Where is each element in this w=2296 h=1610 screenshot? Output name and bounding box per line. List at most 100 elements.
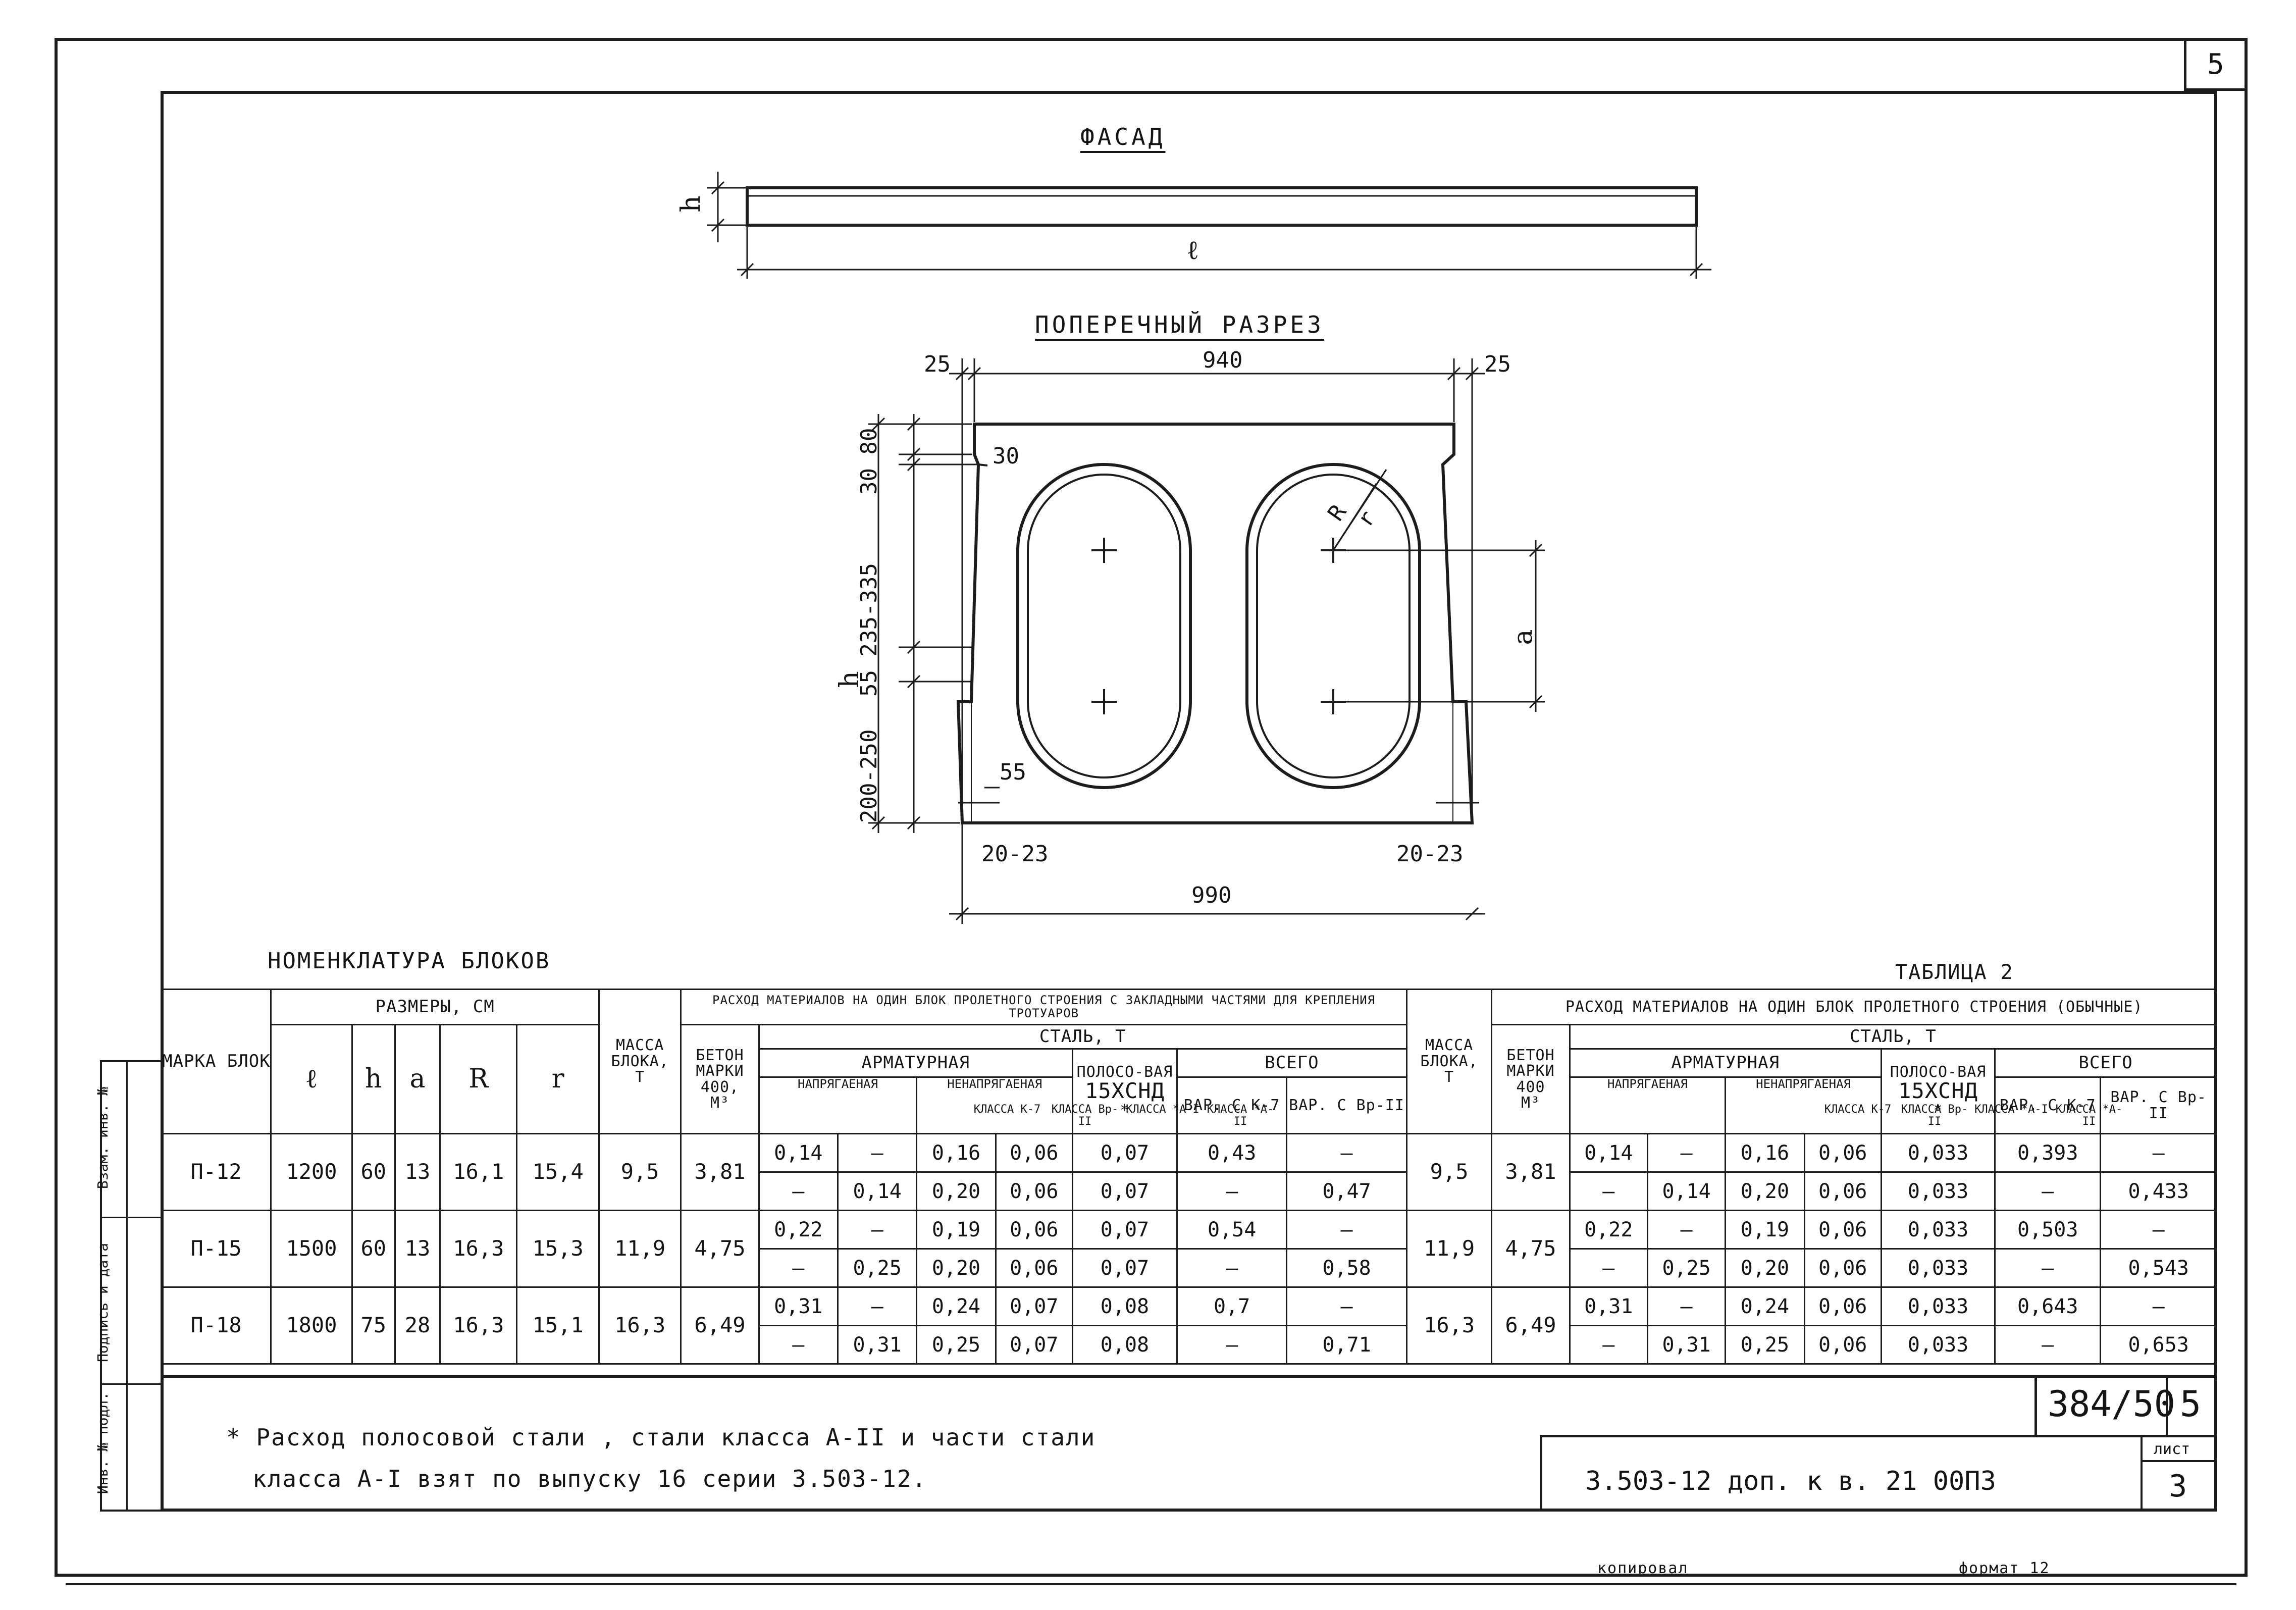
bottom-rule (66, 1583, 2236, 1585)
cell-steel-a-2: 0,20 (916, 1171, 997, 1211)
cell-mass-a: 11,9 (598, 1210, 682, 1288)
header-mark: МАРКА БЛОКА (160, 989, 272, 1134)
cell-R: 16,1 (439, 1133, 518, 1211)
cell-steel-a-6: — (1286, 1210, 1407, 1250)
cell-steel-a-1: — (837, 1210, 918, 1250)
class-label-a2: КЛАССА *А-II (2055, 1103, 2123, 1128)
cell-steel-a-6: 0,58 (1286, 1248, 1407, 1288)
dim-990: 990 (1191, 882, 1232, 908)
cell-R: 16,3 (439, 1210, 518, 1288)
cell-steel-a-1: 0,14 (837, 1171, 918, 1211)
cell-steel-b-1: — (1646, 1210, 1727, 1250)
drawing-number-divider (2166, 1375, 2168, 1435)
cell-steel-b-6: 0,653 (2100, 1325, 2217, 1365)
cell-concrete-a: 6,49 (680, 1286, 760, 1365)
cell-steel-b-4: 0,033 (1880, 1286, 1996, 1326)
side-stamp-inventory: Инв. № подл. (94, 1391, 111, 1494)
cell-steel-b-3: 0,06 (1803, 1286, 1882, 1326)
cell-steel-a-4: 0,08 (1071, 1286, 1178, 1326)
cell-steel-b-3: 0,06 (1803, 1133, 1882, 1173)
cell-r: 15,3 (516, 1210, 600, 1288)
class-label-a2: КЛАССА *А-II (1207, 1103, 1274, 1128)
cell-steel-a-2: 0,16 (916, 1133, 997, 1173)
header-total-b: ВСЕГО (1994, 1048, 2217, 1078)
cell-steel-b-0: 0,14 (1569, 1133, 1648, 1173)
corner-number: 5 (2207, 48, 2224, 81)
void-right-outer (1245, 463, 1421, 789)
cell-steel-a-4: 0,07 (1071, 1210, 1178, 1250)
dim-20-23-right: 20-23 (1396, 841, 1464, 867)
header-dim-R: R (439, 1024, 518, 1134)
cell-steel-a-4: 0,07 (1071, 1171, 1178, 1211)
cell-mass-a: 16,3 (598, 1286, 682, 1365)
header-prestressed-b: НАПРЯГАЕНАЯ (1569, 1076, 1727, 1134)
cell-steel-b-0: — (1569, 1171, 1648, 1211)
outer-frame (55, 38, 2248, 1577)
facade-title: ФАСАД (1080, 123, 1166, 150)
dim-25-right: 25 (1484, 351, 1511, 377)
class-label-bp2: КЛАССА Вр-II (1901, 1103, 1968, 1128)
header-dim-l: ℓ (270, 1024, 353, 1134)
dim-55: 55 (1000, 759, 1026, 785)
cell-concrete-a: 3,81 (680, 1133, 760, 1211)
cell-steel-b-2: 0,20 (1725, 1248, 1805, 1288)
void-left-inner (1027, 474, 1181, 778)
class-label-k7: КЛАССА К-7 (973, 1103, 1041, 1116)
cell-steel-a-6: — (1286, 1133, 1407, 1173)
cell-h: 60 (351, 1210, 396, 1288)
cell-steel-a-5: — (1176, 1171, 1288, 1211)
header-rebar-b: АРМАТУРНАЯ (1569, 1048, 1882, 1078)
cell-steel-b-3: 0,06 (1803, 1248, 1882, 1288)
cell-steel-b-5: — (1994, 1248, 2102, 1288)
cell-steel-b-2: 0,25 (1725, 1325, 1805, 1365)
facade-beam (746, 186, 1698, 227)
header-mass-b: МАССА БЛОКА,Т (1405, 989, 1493, 1134)
cell-r: 15,4 (516, 1133, 600, 1211)
cell-steel-b-3: 0,06 (1803, 1325, 1882, 1365)
cell-steel-a-3: 0,06 (995, 1210, 1073, 1250)
header-var-c-bp2-b: ВАР. С Вр-II (2100, 1076, 2217, 1134)
cell-steel-a-0: 0,14 (758, 1133, 839, 1173)
title-block-divider (2141, 1460, 2217, 1462)
cell-R: 16,3 (439, 1286, 518, 1365)
cell-steel-b-6: — (2100, 1210, 2217, 1250)
cell-steel-a-5: 0,43 (1176, 1133, 1288, 1173)
side-stamp-divider (100, 1217, 161, 1218)
void-left-outer (1016, 463, 1192, 789)
cell-steel-a-3: 0,07 (995, 1325, 1073, 1365)
void-right-inner (1256, 474, 1411, 778)
cell-mark: П-18 (160, 1286, 272, 1365)
cell-mass-b: 16,3 (1405, 1286, 1493, 1365)
cross-section-drawing (868, 358, 1545, 924)
class-label-a1: КЛАССА *А-I (1974, 1103, 2048, 1116)
materials-table: МАРКА БЛОКА РАЗМЕРЫ, СМ МАССА БЛОКА,Т РА… (160, 989, 2218, 1365)
header-prestressed-a: НАПРЯГАЕНАЯ (758, 1076, 918, 1134)
cell-steel-a-6: — (1286, 1286, 1407, 1326)
cell-steel-b-5: 0,503 (1994, 1210, 2102, 1250)
dim-25-left: 25 (924, 351, 951, 377)
class-label-k7: КЛАССА К-7 (1824, 1103, 1892, 1116)
class-label-a1: КЛАССА *А-I (1126, 1103, 1199, 1116)
cell-steel-b-2: 0,16 (1725, 1133, 1805, 1173)
cell-steel-b-1: — (1646, 1133, 1727, 1173)
cell-steel-a-3: 0,06 (995, 1248, 1073, 1288)
cell-steel-b-4: 0,033 (1880, 1248, 1996, 1288)
cell-steel-a-2: 0,19 (916, 1210, 997, 1250)
header-mass-a: МАССА БЛОКА,Т (598, 989, 682, 1134)
cell-steel-b-6: — (2100, 1286, 2217, 1326)
cell-mark: П-12 (160, 1133, 272, 1211)
footer-format: формат 12 (1959, 1560, 2050, 1577)
cell-steel-a-5: 0,7 (1176, 1286, 1288, 1326)
cell-l: 1200 (270, 1133, 353, 1211)
footnote-line-1: * Расход полосовой стали , стали класса … (226, 1424, 1096, 1451)
cell-mass-a: 9,5 (598, 1133, 682, 1211)
cell-steel-b-6: 0,433 (2100, 1171, 2217, 1211)
cell-steel-b-5: — (1994, 1325, 2102, 1365)
cell-a: 13 (394, 1210, 441, 1288)
section-title: ПОПЕРЕЧНЫЙ РАЗРЕЗ (1035, 311, 1324, 338)
